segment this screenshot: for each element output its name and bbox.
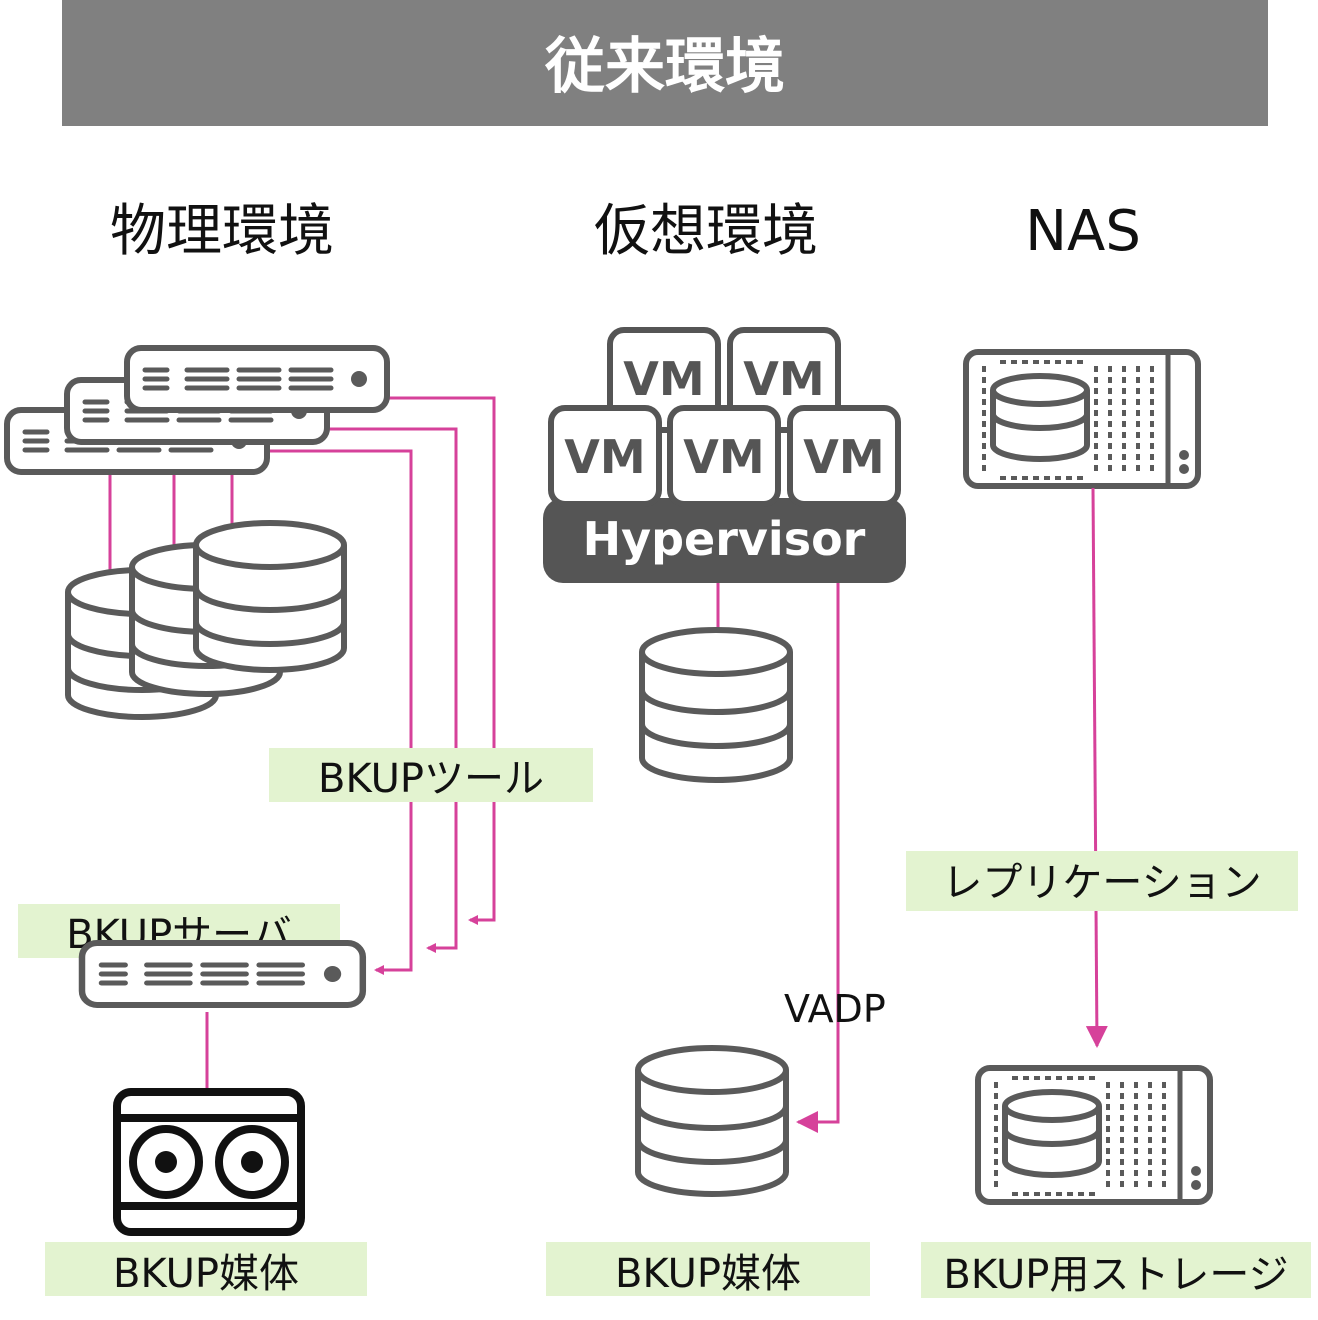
nas-device-icon [963, 349, 1201, 489]
replication-label: レプリケーション [906, 851, 1298, 911]
virtual-storage-icon [639, 627, 793, 783]
bkup-media-virtual-text: BKUP媒体 [615, 1251, 801, 1297]
physical-title: 物理環境 [110, 199, 334, 264]
virtual-connectors [716, 575, 840, 1133]
physical-servers-icon [7, 348, 387, 472]
bkup-tool-label: BKUPツール [269, 748, 593, 802]
bkup-media-physical-text: BKUP媒体 [113, 1251, 299, 1297]
bkup-storage-device-icon [975, 1065, 1213, 1205]
header-title: 従来環境 [544, 32, 785, 102]
bkup-storage-label: BKUP用ストレージ [921, 1242, 1311, 1298]
vm-label: VM [803, 430, 884, 484]
vadp-label: VADP [784, 987, 886, 1031]
vm-label: VM [623, 352, 704, 406]
vm-box: VM [787, 405, 901, 507]
bkup-tool-text: BKUPツール [318, 756, 544, 802]
vm-box: VM [667, 405, 781, 507]
hypervisor-block: Hypervisor [543, 498, 906, 583]
virtual-title: 仮想環境 [594, 199, 818, 264]
header-bar: 従来環境 [62, 0, 1268, 126]
tape-drive-icon [113, 1088, 305, 1236]
bkup-media-virtual-label: BKUP媒体 [546, 1242, 870, 1297]
physical-storage-icon [65, 520, 347, 720]
replication-text: レプリケーション [942, 860, 1261, 906]
bkup-server-icon [82, 943, 363, 1005]
nas-connector [1085, 487, 1108, 1048]
bkup-media-virtual-icon [635, 1045, 789, 1197]
nas-title: NAS [1025, 199, 1141, 264]
vm-cluster: VM VM VM VM VM [548, 327, 901, 507]
physical-connectors [108, 396, 496, 1090]
vm-label: VM [683, 430, 764, 484]
vm-label: VM [743, 352, 824, 406]
vm-label: VM [564, 430, 645, 484]
bkup-storage-text: BKUP用ストレージ [943, 1252, 1288, 1298]
bkup-media-physical-label: BKUP媒体 [45, 1242, 367, 1297]
hypervisor-text: Hypervisor [583, 512, 866, 566]
vm-box: VM [548, 405, 662, 507]
